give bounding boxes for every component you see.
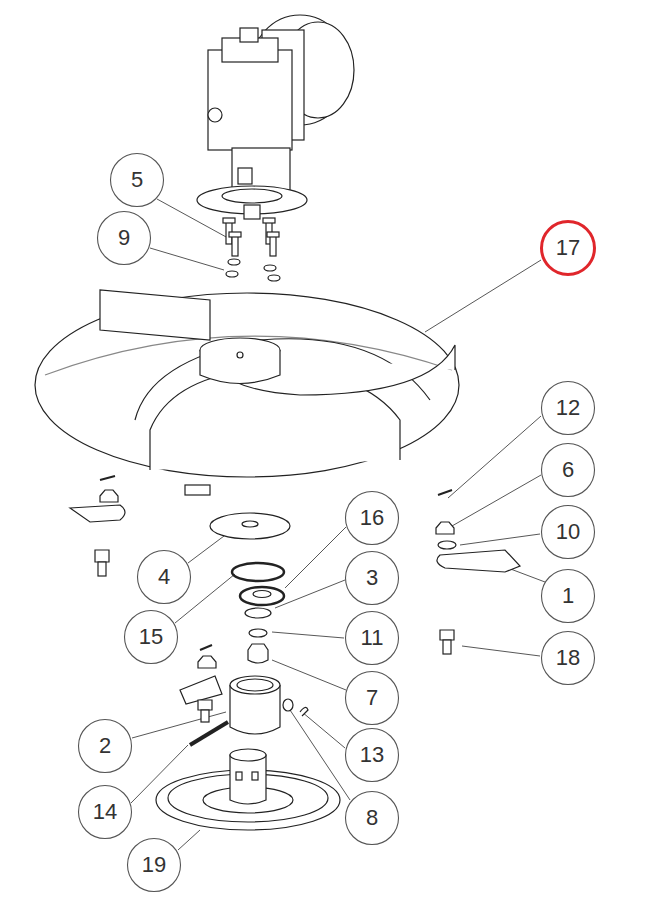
callout-number: 4 (158, 566, 170, 588)
callout-number: 18 (556, 647, 580, 669)
callout-circle: 9 (96, 210, 152, 266)
callout-number: 8 (366, 807, 378, 829)
callout-circle: 1 (540, 568, 596, 624)
callout-circle: 8 (344, 790, 400, 846)
callout-circle: 18 (540, 630, 596, 686)
callout-number: 10 (556, 521, 580, 543)
callout-circle: 19 (126, 837, 182, 893)
callout-number: 17 (556, 237, 580, 259)
callout-circle: 10 (540, 504, 596, 560)
callout-number: 15 (139, 626, 163, 648)
callout-circle: 15 (123, 609, 179, 665)
callout-number: 16 (360, 507, 384, 529)
callout-circle: 12 (540, 380, 596, 436)
callout-circle: 4 (136, 549, 192, 605)
callout-number: 19 (142, 854, 166, 876)
callout-circle: 11 (344, 610, 400, 666)
callout-number: 9 (118, 227, 130, 249)
callout-number: 7 (366, 687, 378, 709)
bolts (223, 218, 280, 281)
spreader-disc (35, 290, 459, 495)
callout-circle: 16 (344, 490, 400, 546)
callout-number: 1 (562, 585, 574, 607)
callout-number: 3 (366, 567, 378, 589)
callout-number: 11 (361, 627, 384, 649)
callout-number: 13 (360, 744, 384, 766)
callout-number: 5 (131, 169, 143, 191)
bottom-cone (156, 749, 340, 830)
hub-parts (190, 513, 308, 745)
callout-number: 14 (93, 801, 117, 823)
gearbox (197, 15, 354, 219)
callout-circle: 5 (109, 152, 165, 208)
callout-circle: 7 (344, 670, 400, 726)
blades (70, 476, 520, 722)
callout-circle: 2 (77, 718, 133, 774)
callout-circle: 13 (344, 727, 400, 783)
callout-circle: 17 (540, 220, 596, 276)
callout-circle: 6 (540, 442, 596, 498)
callout-number: 2 (99, 735, 111, 757)
callout-circle: 14 (77, 784, 133, 840)
callout-circle: 3 (344, 550, 400, 606)
callout-number: 6 (562, 459, 574, 481)
callout-number: 12 (556, 397, 580, 419)
